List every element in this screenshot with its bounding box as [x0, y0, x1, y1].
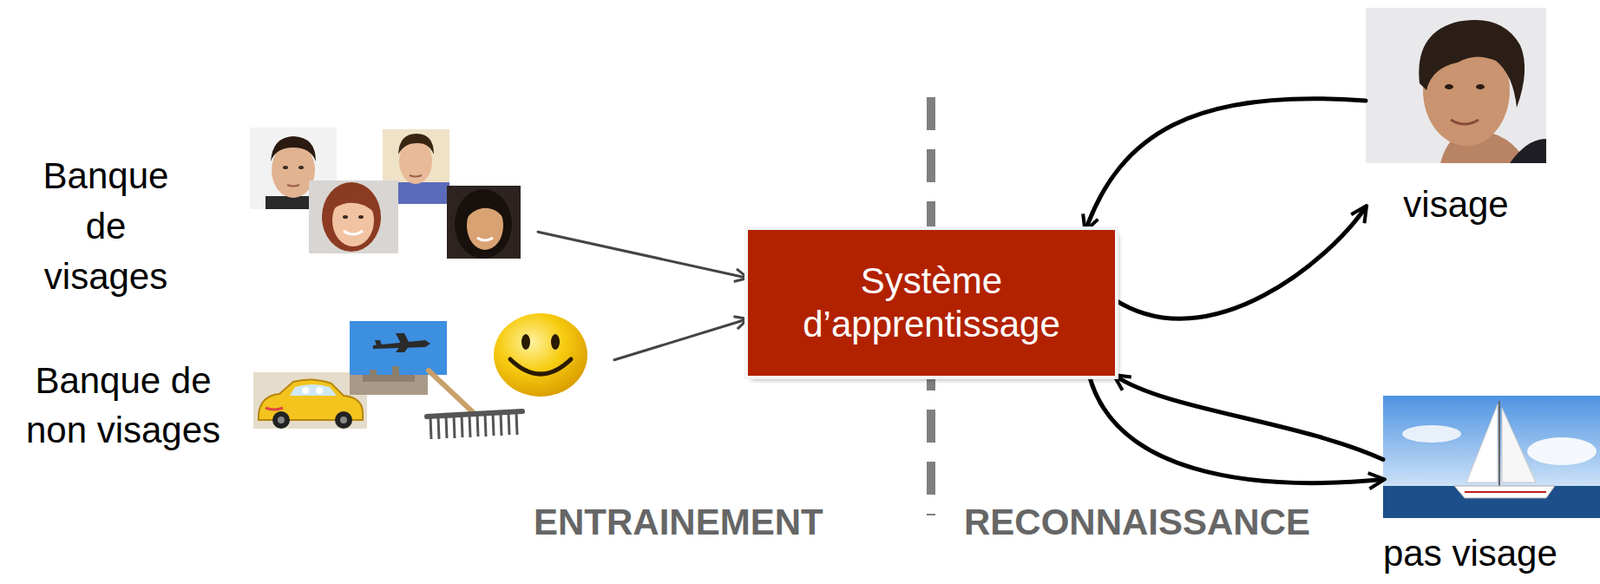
- process-box: Système d’apprentissage: [747, 229, 1115, 376]
- result-photo: pas visage: [1383, 395, 1600, 578]
- face-photo: [1365, 7, 1547, 164]
- curved-arrow: [1114, 375, 1384, 460]
- box-label: Système d’apprentissage: [765, 259, 1098, 348]
- sailboat-photo: [1383, 395, 1600, 519]
- smiley-picture: [493, 313, 588, 397]
- face-photo: [308, 180, 399, 254]
- phase-label: ENTRAINEMENT: [533, 501, 824, 544]
- plane-picture: [349, 321, 447, 395]
- input-arrow: [614, 318, 748, 360]
- curved-arrow: [1085, 98, 1366, 230]
- result-photo: visage: [1365, 7, 1550, 230]
- image-bank: Banque de visages: [17, 121, 538, 306]
- input-arrow: [537, 231, 748, 278]
- caption-text: pas visage: [1383, 532, 1599, 575]
- caption-text: Banque de visages: [32, 150, 180, 302]
- caption-text: Banque de non visages: [10, 355, 237, 455]
- curved-arrow: [1114, 207, 1366, 320]
- face-photo: [446, 185, 521, 259]
- curved-arrow: [1088, 375, 1384, 484]
- phase-label: RECONNAISSANCE: [963, 501, 1311, 544]
- caption-text: visage: [1365, 183, 1547, 226]
- image-bank: Banque de non visages: [6, 303, 615, 460]
